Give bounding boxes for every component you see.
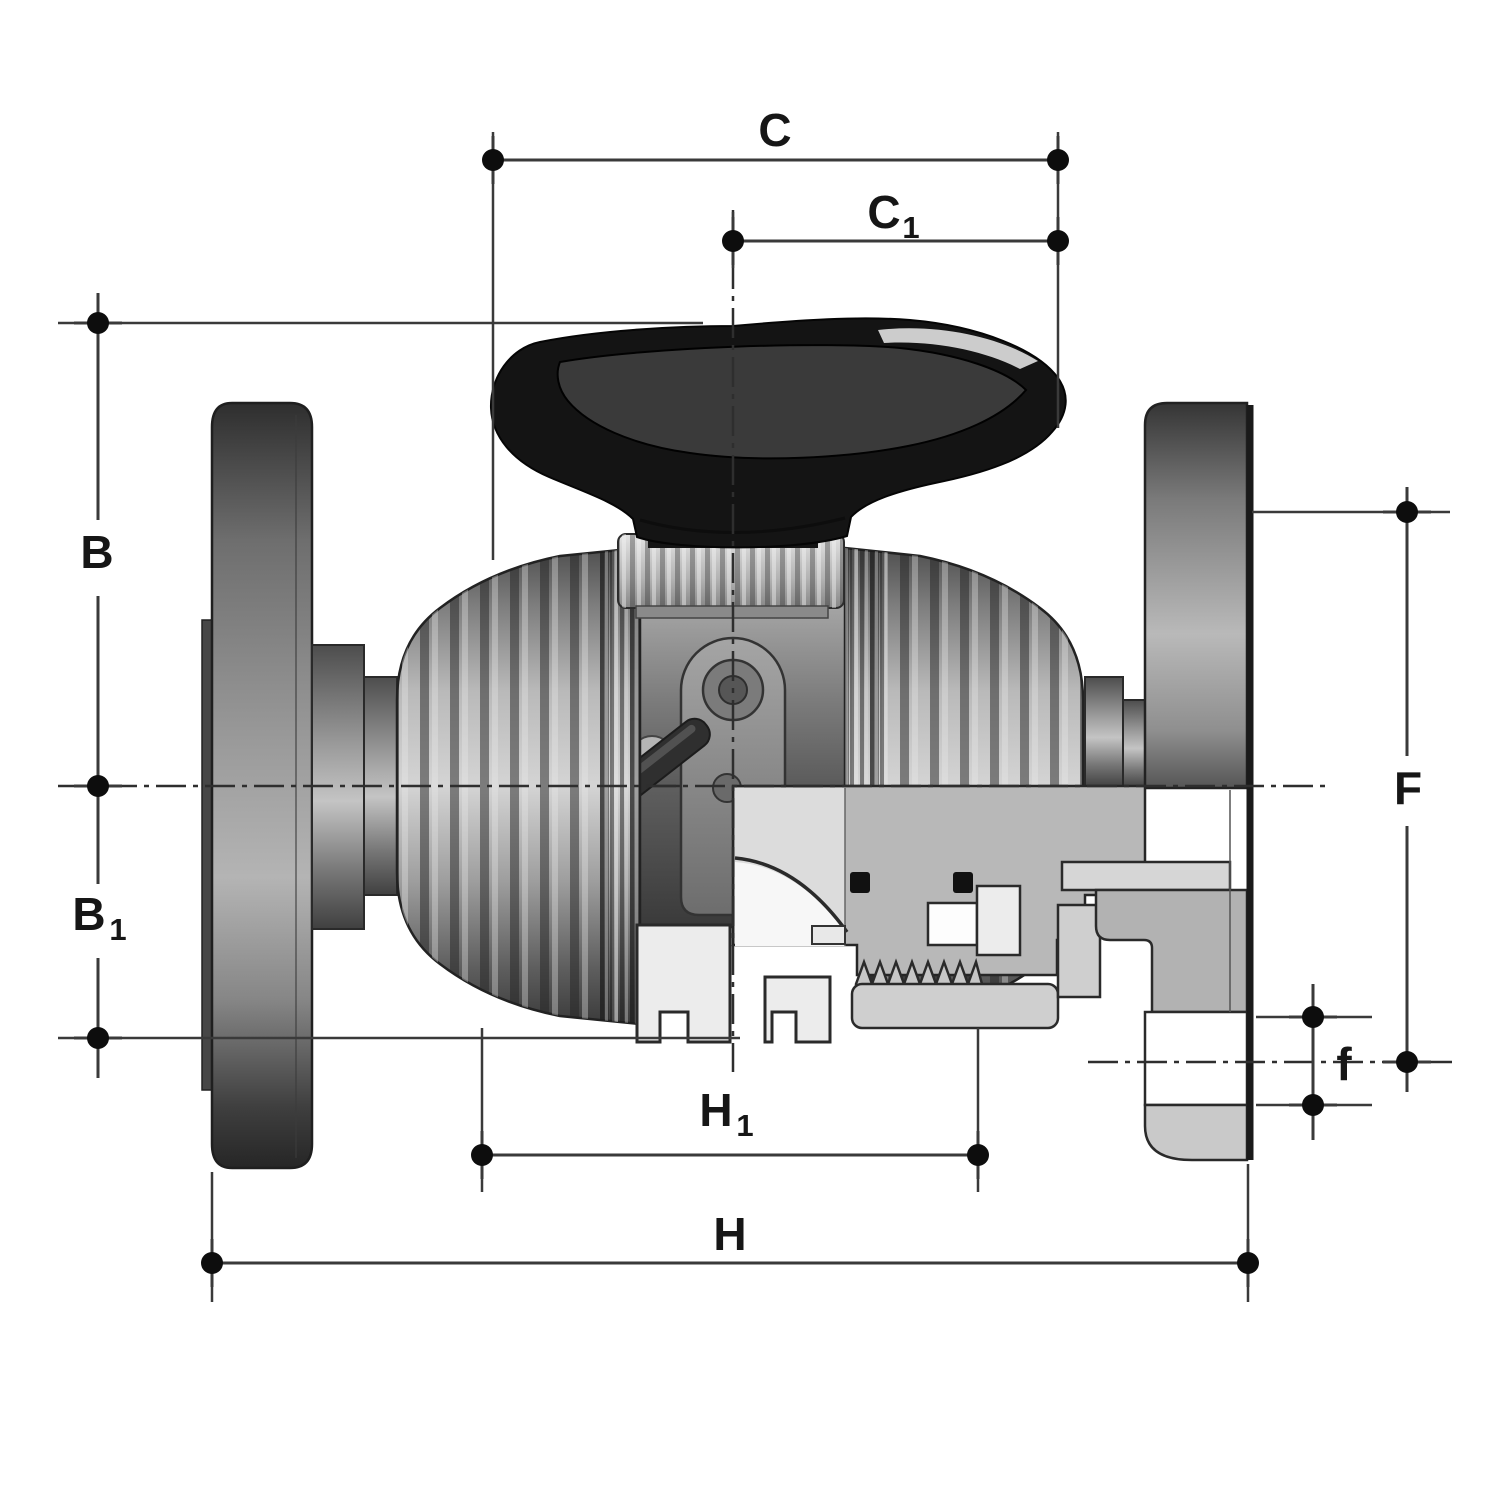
stub-right-collar [1084, 676, 1124, 788]
flange-right [1143, 401, 1249, 790]
dot-h1-right [967, 1144, 989, 1166]
stub-section-step [1094, 888, 1249, 1014]
sleeve-section [1060, 860, 1232, 892]
foot-right [763, 975, 832, 1044]
label-f-minor: f [1336, 1038, 1352, 1090]
flange-right-disc [1143, 401, 1249, 790]
dot-c1-left [722, 230, 744, 252]
bolt-hole-band [1143, 1010, 1249, 1107]
dot-b-top [87, 312, 109, 334]
nut-section-right [1056, 903, 1102, 999]
o-ring-right [953, 872, 973, 893]
flange-section-lower [1143, 1103, 1249, 1162]
label-c1-sub: 1 [902, 210, 919, 245]
dot-fminor-bottom [1302, 1094, 1324, 1116]
dot-b-center [87, 775, 109, 797]
label-b1: B [72, 888, 105, 940]
dot-c-left [482, 149, 504, 171]
stem-collar-splines [618, 534, 844, 608]
dot-b1-bottom [87, 1027, 109, 1049]
mounting-feet [635, 923, 832, 1044]
handle-top-face [556, 344, 1028, 460]
dot-c-right [1047, 149, 1069, 171]
cross-section [731, 405, 1254, 1162]
dimension-endpoints [74, 136, 1431, 1287]
dot-h-right [1237, 1252, 1259, 1274]
stub-right [1084, 676, 1148, 789]
carrier-notch [926, 901, 979, 947]
label-h1: H [699, 1084, 732, 1136]
seat-step [811, 925, 846, 945]
stub-right-neck [1122, 699, 1148, 789]
dot-f-top [1396, 501, 1418, 523]
dot-f-bottom [1396, 1051, 1418, 1073]
foot-left [635, 923, 732, 1044]
label-f-major: F [1394, 762, 1422, 814]
label-c1: C [867, 186, 900, 238]
ball-arc [734, 856, 849, 934]
handle-sheen [878, 328, 1038, 369]
label-c: C [758, 104, 791, 156]
label-h1-sub: 1 [736, 1108, 753, 1143]
dot-fminor-top [1302, 1006, 1324, 1028]
o-ring-left [850, 872, 870, 893]
dimension-labels: C C 1 B B 1 F f H 1 H [72, 104, 1422, 1260]
nut-section-lower [850, 982, 1060, 1030]
dot-h-left [201, 1252, 223, 1274]
label-b1-sub: 1 [109, 912, 126, 947]
dot-c1-right [1047, 230, 1069, 252]
handle-hub-line [639, 516, 846, 535]
label-h: H [713, 1208, 746, 1260]
label-b: B [80, 526, 113, 578]
carrier-step [975, 884, 1022, 957]
dot-h1-left [471, 1144, 493, 1166]
